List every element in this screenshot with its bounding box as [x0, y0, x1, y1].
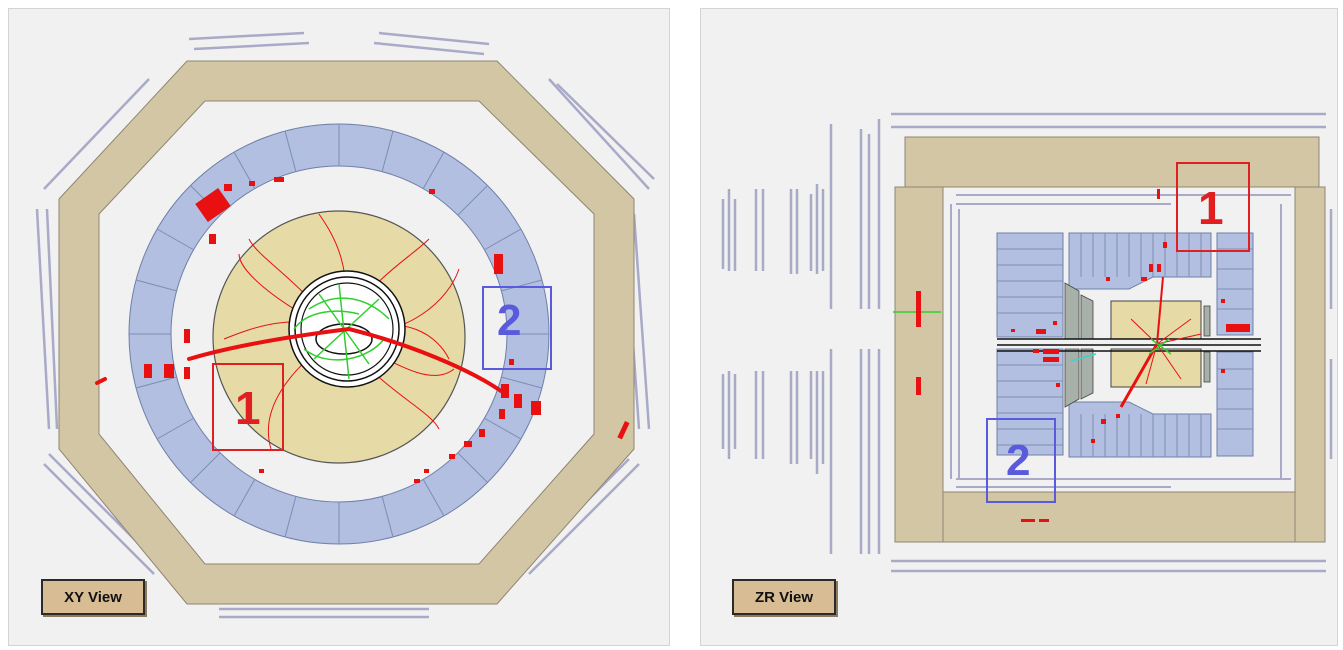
zr-endcap-wedges: [1064, 282, 1211, 408]
zr-calorimeter-grid: [997, 233, 1253, 457]
zr-muon-chambers: [721, 112, 1333, 573]
xy-region-box-1: [212, 363, 284, 451]
xy-box-1-label: 1: [235, 382, 261, 434]
zr-box-1-label: 1: [1198, 182, 1224, 234]
xy-outer-calorimeter: [58, 60, 635, 605]
zr-cyan-track: [1070, 353, 1097, 362]
zr-beam-pipe: [997, 338, 1261, 352]
xy-muon-tracks: [95, 327, 503, 393]
zr-view-panel: 1 2 ZR View: [700, 8, 1338, 646]
zr-view-canvas: [721, 112, 1333, 573]
xy-view-canvas: [35, 31, 655, 619]
zr-region-box-1: [1176, 162, 1250, 252]
zr-tracks: [1119, 276, 1202, 408]
xy-calorimeter-hits: [144, 177, 630, 483]
xy-region-box-2: [482, 286, 552, 370]
zr-tracker: [1110, 300, 1202, 388]
zr-inner-chambers: [950, 194, 1291, 488]
zr-box-2-label: 2: [1006, 436, 1031, 485]
xy-view-panel: 2 1 XY View: [8, 8, 670, 646]
xy-view-button[interactable]: XY View: [41, 579, 145, 615]
zr-outer-calorimeter: [894, 136, 1326, 543]
xy-box-2-label: 2: [497, 296, 522, 345]
zr-region-box-2: [986, 418, 1056, 503]
zr-calorimeter-hits: [916, 189, 1250, 522]
zr-view-button[interactable]: ZR View: [732, 579, 836, 615]
